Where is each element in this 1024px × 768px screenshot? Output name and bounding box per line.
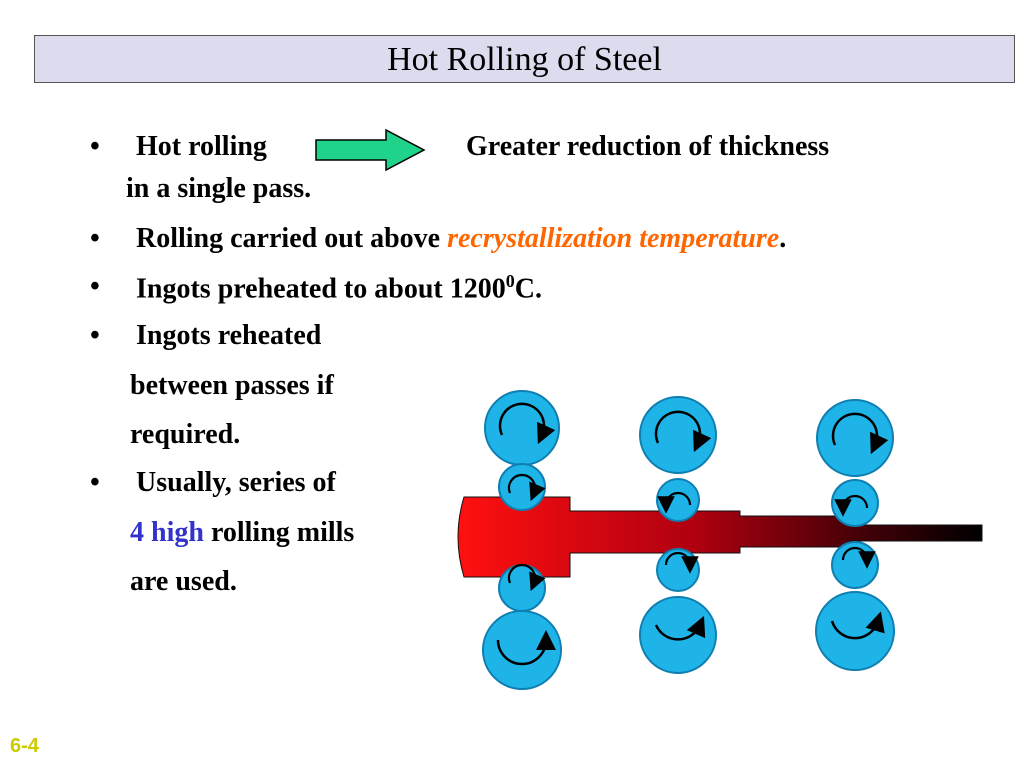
bullet-3-text: Ingots preheated to about 12000C. <box>136 271 542 305</box>
bullet-marker: • <box>90 223 100 254</box>
degree-superscript: 0 <box>505 271 515 291</box>
rotation-arrow-icon <box>841 546 876 569</box>
bullet-2-text-c: . <box>779 223 787 254</box>
bullet-marker: • <box>90 131 100 162</box>
bullet-4-text-a: Ingots reheated <box>136 320 322 351</box>
backup-roll-bottom <box>639 596 717 674</box>
bullet-marker: • <box>90 467 100 498</box>
bullet-5-text-c: rolling mills <box>203 517 355 548</box>
bullet-4-text-c: required. <box>130 419 241 450</box>
rotation-arrow-icon <box>507 473 546 502</box>
backup-roll-top <box>484 390 560 466</box>
bullet-2-text-a: Rolling carried out above <box>136 223 448 254</box>
bullet-2-text: Rolling carried out above recrystallizat… <box>136 223 786 255</box>
steel-slab <box>457 496 983 578</box>
work-roll-top <box>656 478 700 522</box>
backup-roll-bottom <box>815 591 895 671</box>
bullet-5-text-b: 4 high rolling mills <box>130 517 354 549</box>
bullet-3-text-a: Ingots preheated to about 1200 <box>136 273 506 305</box>
bullet-4-text-b: between passes if <box>130 370 334 401</box>
bullet-marker: • <box>90 271 100 302</box>
rotation-arrow-icon <box>831 412 889 455</box>
four-high-emphasis: 4 high <box>130 517 204 548</box>
rotation-arrow-icon <box>498 402 556 445</box>
rotation-arrow-icon <box>654 615 706 641</box>
rotation-arrow-icon <box>654 410 712 453</box>
slide-title: Hot Rolling of Steel <box>34 35 1015 83</box>
backup-roll-bottom <box>482 610 562 690</box>
bullet-1-text-b: Greater reduction of thickness <box>466 131 830 162</box>
work-roll-top <box>831 479 879 527</box>
right-arrow-icon <box>315 128 426 172</box>
slide-number: 6-4 <box>10 735 39 757</box>
rotation-arrow-icon <box>664 551 699 574</box>
work-roll-top <box>498 463 546 511</box>
mill-stand-2 <box>639 396 717 674</box>
bullet-5-text-a: Usually, series of <box>136 467 336 498</box>
work-roll-bottom <box>498 564 546 612</box>
bullet-5-text-d: are used. <box>130 566 237 597</box>
bullet-3-text-c: C. <box>514 273 542 305</box>
rotation-arrow-icon <box>496 630 556 666</box>
bullet-marker: • <box>90 320 100 351</box>
rolling-mill-diagram <box>457 390 983 690</box>
backup-roll-top <box>816 399 894 477</box>
mill-stand-3 <box>815 399 895 671</box>
recrystallization-temperature-emphasis: recrystallization temperature <box>447 223 780 254</box>
backup-roll-top <box>639 396 717 474</box>
rotation-arrow-icon <box>507 563 546 592</box>
bullet-1-text-c: in a single pass. <box>126 173 312 204</box>
work-roll-bottom <box>656 548 700 592</box>
rotation-arrow-icon <box>830 611 885 640</box>
rotation-arrow-icon <box>657 491 692 514</box>
mill-stand-1 <box>482 390 562 690</box>
rotation-arrow-icon <box>834 494 869 517</box>
bullet-1-text-a: Hot rolling <box>136 131 267 162</box>
